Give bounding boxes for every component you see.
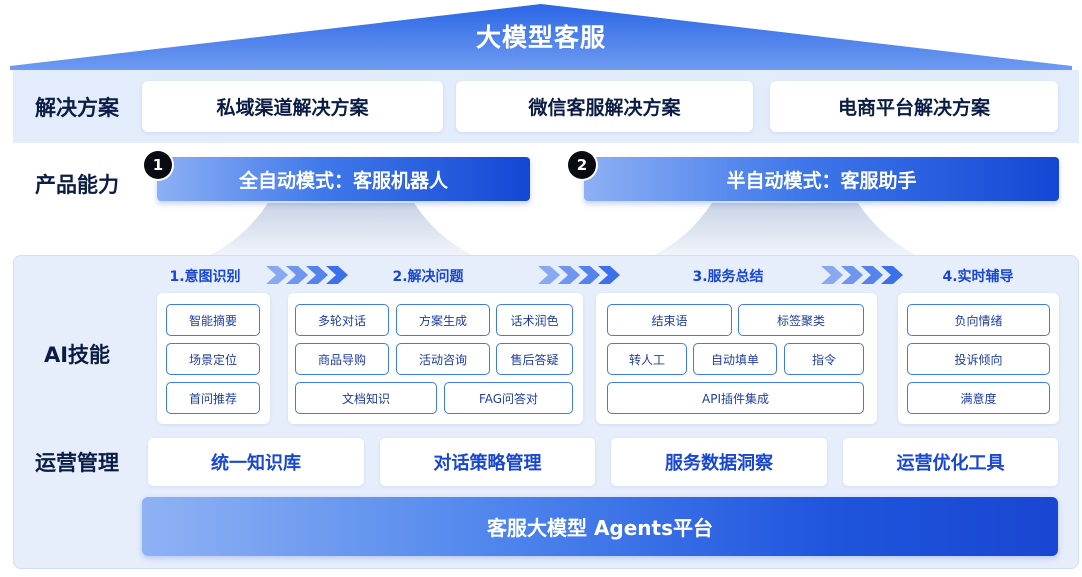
ops-knowledge-base[interactable]: 统一知识库	[148, 438, 364, 486]
support-fan-left	[206, 203, 476, 257]
skill-pill[interactable]: API插件集成	[607, 382, 864, 414]
solution-ecommerce[interactable]: 电商平台解决方案	[770, 81, 1058, 132]
badge-number-2: 2	[568, 151, 596, 179]
solutions-row-label: 解决方案	[35, 96, 119, 120]
skill-pill[interactable]: 场景定位	[166, 343, 260, 375]
chevron-right-icon	[533, 263, 625, 287]
product-auto-mode-label: 全自动模式：客服机器人	[238, 169, 448, 192]
skill-pill[interactable]: 结束语	[607, 304, 732, 336]
skill-pill[interactable]: 满意度	[907, 382, 1050, 414]
ai-skills-row-label: AI技能	[43, 343, 111, 367]
operations-row-label: 运营管理	[35, 451, 119, 475]
chevron-right-icon	[262, 263, 352, 287]
skill-pill[interactable]: 自动填单	[693, 343, 777, 375]
skill-pill[interactable]: 转人工	[607, 343, 687, 375]
product-semi-auto-mode[interactable]: 半自动模式：客服助手	[584, 157, 1059, 201]
skill-pill[interactable]: 指令	[784, 343, 864, 375]
stage-title-solve: 2.解决问题	[392, 269, 464, 285]
page-title: 大模型客服	[475, 23, 606, 52]
stage-title-summary: 3.服务总结	[692, 269, 764, 285]
solution-wechat[interactable]: 微信客服解决方案	[456, 81, 753, 132]
support-fan-right	[650, 203, 920, 257]
skill-pill[interactable]: 多轮对话	[295, 304, 389, 336]
platform-bar[interactable]: 客服大模型 Agents平台	[142, 497, 1058, 556]
skill-pill[interactable]: FAG问答对	[444, 382, 573, 414]
skill-pill[interactable]: 负向情绪	[907, 304, 1050, 336]
skill-pill[interactable]: 首问推荐	[166, 382, 260, 414]
stage-title-coaching: 4.实时辅导	[942, 269, 1014, 285]
skill-pill[interactable]: 话术润色	[496, 304, 573, 336]
chevron-right-icon	[816, 263, 908, 287]
skill-pill[interactable]: 方案生成	[396, 304, 490, 336]
product-auto-mode[interactable]: 全自动模式：客服机器人	[157, 157, 530, 201]
ops-dialogue-strategy[interactable]: 对话策略管理	[380, 438, 595, 486]
skill-pill[interactable]: 智能摘要	[166, 304, 260, 336]
badge-number-1: 1	[144, 151, 172, 179]
skill-pill[interactable]: 活动咨询	[396, 343, 490, 375]
ops-service-insight[interactable]: 服务数据洞察	[611, 438, 827, 486]
roof-banner	[10, 4, 1072, 70]
product-semi-auto-mode-label: 半自动模式：客服助手	[726, 169, 917, 192]
skill-pill[interactable]: 标签聚类	[738, 304, 864, 336]
solution-private-domain[interactable]: 私域渠道解决方案	[142, 81, 443, 132]
stage-title-intent: 1.意图识别	[169, 269, 241, 285]
skill-pill[interactable]: 文档知识	[295, 382, 437, 414]
products-row-label: 产品能力	[35, 173, 119, 197]
ops-optimization-tools[interactable]: 运营优化工具	[843, 438, 1058, 486]
skill-pill[interactable]: 售后答疑	[496, 343, 573, 375]
skill-pill[interactable]: 商品导购	[295, 343, 389, 375]
skill-pill[interactable]: 投诉倾向	[907, 343, 1050, 375]
